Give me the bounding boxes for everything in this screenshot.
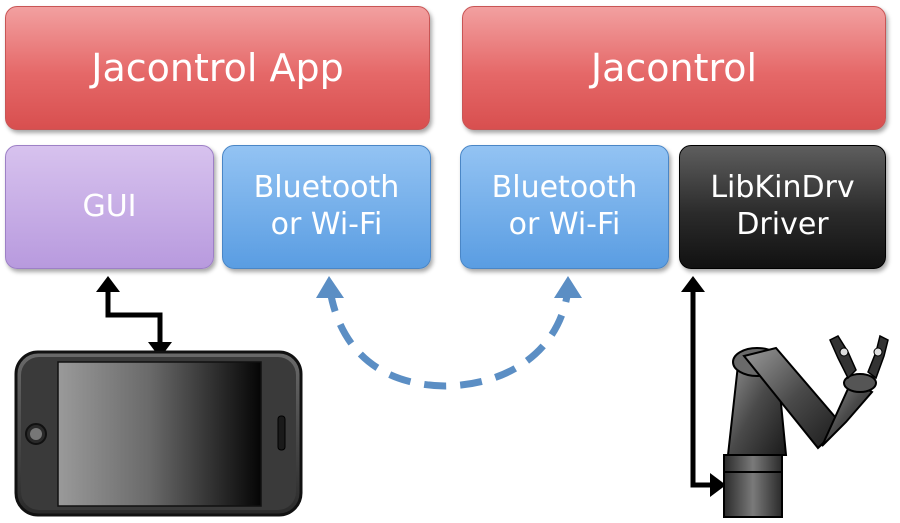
gui-label: GUI <box>82 188 137 224</box>
wifi-label-jacontrol: or Wi-Fi <box>508 207 621 242</box>
gui-phone-connector <box>96 276 172 358</box>
bluetooth-wifi-box-jacontrol: Bluetooth or Wi-Fi <box>460 145 669 269</box>
bluetooth-label-jacontrol: Bluetooth <box>491 170 638 206</box>
bluetooth-label-app: Bluetooth <box>253 170 400 206</box>
jacontrol-app-label: Jacontrol App <box>91 45 344 90</box>
libkindrv-driver-box: LibKinDrv Driver <box>679 145 886 269</box>
jacontrol-app-box: Jacontrol App <box>5 6 430 130</box>
driver-label: Driver <box>736 207 829 242</box>
robotic-arm-icon <box>723 334 889 518</box>
driver-arm-connector <box>681 276 726 497</box>
driver-name-label: LibKinDrv <box>710 170 855 206</box>
jacontrol-label: Jacontrol <box>590 45 758 90</box>
smartphone-icon <box>14 350 303 517</box>
wireless-link-arc <box>316 276 582 390</box>
jacontrol-box: Jacontrol <box>462 6 886 130</box>
wifi-label-app: or Wi-Fi <box>270 207 383 242</box>
bluetooth-wifi-box-app: Bluetooth or Wi-Fi <box>222 145 431 269</box>
gui-box: GUI <box>5 145 214 269</box>
